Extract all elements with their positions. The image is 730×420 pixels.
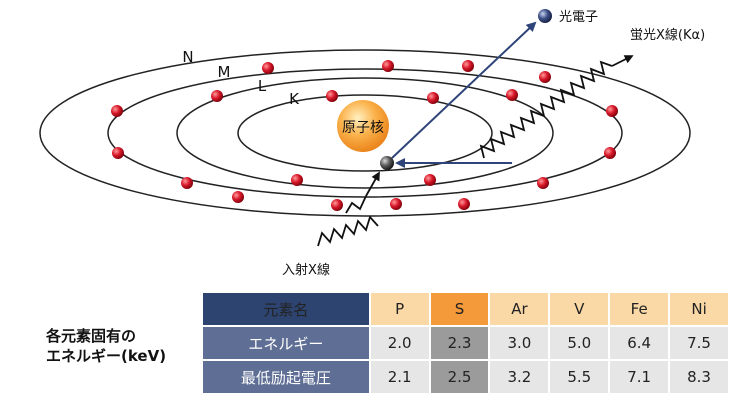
fluorescent-xray-wave <box>479 60 613 159</box>
electron <box>232 191 244 203</box>
electron <box>539 71 551 83</box>
electron <box>604 147 616 159</box>
electron <box>458 198 470 210</box>
incident-xray-wave-upper <box>345 195 367 214</box>
incident-xray-label: 入射X線 <box>282 262 330 278</box>
incident-xray-wave <box>317 215 379 247</box>
electron <box>111 105 123 117</box>
element-cell: Ar <box>490 293 549 325</box>
element-cell: Ni <box>670 293 728 325</box>
value-cell: 3.2 <box>490 361 549 393</box>
value-cell-highlighted: 2.5 <box>430 361 489 393</box>
shell-l-orbit <box>176 77 554 189</box>
nucleus <box>337 100 389 152</box>
electron <box>427 92 439 104</box>
table-caption: 各元素固有の エネルギー(keV) <box>46 326 166 366</box>
electron <box>211 90 223 102</box>
value-cell-highlighted: 2.3 <box>430 327 489 359</box>
element-cell: Fe <box>610 293 669 325</box>
value-cell: 5.0 <box>550 327 609 359</box>
shell-k-orbit <box>237 94 493 172</box>
shell-label-l: L <box>258 77 267 95</box>
electron <box>112 147 124 159</box>
value-cell: 5.5 <box>550 361 609 393</box>
electron <box>606 105 618 117</box>
nucleus-label: 原子核 <box>342 120 384 136</box>
value-cell: 8.3 <box>670 361 728 393</box>
electron <box>462 60 474 72</box>
shell-label-k: K <box>289 90 300 108</box>
table-header-row: 元素名 P S Ar V Fe Ni <box>203 293 728 325</box>
element-energy-table: 元素名 P S Ar V Fe Ni エネルギー 2.0 2.3 3.0 5.0… <box>201 291 730 395</box>
electron <box>326 90 338 102</box>
electron <box>181 177 193 189</box>
element-cell: P <box>370 293 429 325</box>
row-label: 最低励起電圧 <box>203 361 369 393</box>
shell-label-n: N <box>182 48 193 66</box>
electron <box>537 177 549 189</box>
table-caption-line1: 各元素固有の <box>46 327 137 345</box>
electron <box>390 198 402 210</box>
atom-diagram: N M L K 原子核 光電子 入射X線 蛍 <box>39 9 705 278</box>
shell-n-orbit <box>39 49 691 217</box>
electrons <box>111 60 618 211</box>
header-label: 元素名 <box>203 293 369 325</box>
fluorescent-xray-arrow <box>611 55 634 67</box>
photoelectron-label: 光電子 <box>559 10 598 25</box>
value-cell: 6.4 <box>610 327 669 359</box>
value-cell: 2.1 <box>370 361 429 393</box>
electron <box>506 89 518 101</box>
table-row-min-excitation: 最低励起電圧 2.1 2.5 3.2 5.5 7.1 8.3 <box>203 361 728 393</box>
element-cell: V <box>550 293 609 325</box>
photoelectron <box>538 9 552 23</box>
incident-xray-arrow <box>365 171 380 197</box>
photoelectron-arrow <box>391 21 537 159</box>
electron <box>262 62 274 74</box>
table-caption-line2: エネルギー(keV) <box>46 347 167 365</box>
electron <box>331 199 343 211</box>
k-shell-vacancy-electron <box>380 156 394 170</box>
shell-label-m: M <box>218 63 231 81</box>
row-label: エネルギー <box>203 327 369 359</box>
value-cell: 7.5 <box>670 327 728 359</box>
electron <box>424 174 436 186</box>
element-cell-highlighted: S <box>430 293 489 325</box>
electron <box>382 60 394 72</box>
fluorescent-xray-label: 蛍光X線(Kα) <box>630 27 705 43</box>
value-cell: 3.0 <box>490 327 549 359</box>
electron <box>291 174 303 186</box>
table-row-energy: エネルギー 2.0 2.3 3.0 5.0 6.4 7.5 <box>203 327 728 359</box>
value-cell: 2.0 <box>370 327 429 359</box>
value-cell: 7.1 <box>610 361 669 393</box>
